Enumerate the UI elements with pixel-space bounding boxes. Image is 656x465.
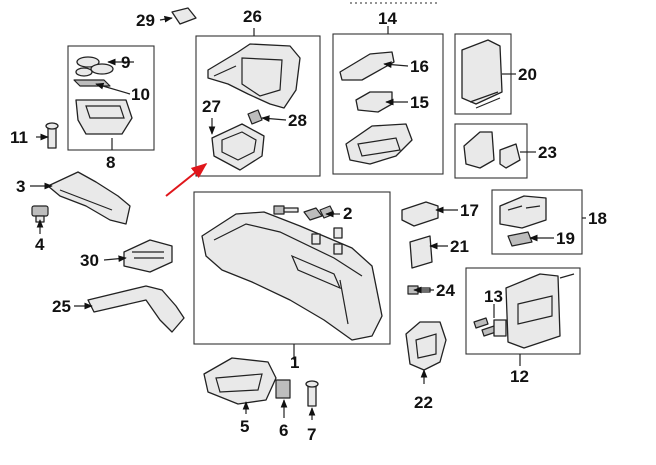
part-30-shape xyxy=(123,239,173,273)
callout-14: 14 xyxy=(378,9,397,28)
part-3-shape xyxy=(47,171,131,225)
callout-labels: 1 2 3 4 5 6 7 8 9 10 11 12 13 14 15 16 1… xyxy=(10,7,607,444)
callout-27: 27 xyxy=(202,97,221,116)
group-box-12 xyxy=(465,267,581,355)
part-16-shape xyxy=(339,51,395,81)
callout-2: 2 xyxy=(343,204,352,223)
callout-10: 10 xyxy=(131,85,150,104)
part-7-shape xyxy=(305,380,319,407)
callout-22: 22 xyxy=(414,393,433,412)
part-6-shape xyxy=(275,379,291,399)
part-12-shape xyxy=(505,273,561,349)
callout-29: 29 xyxy=(136,11,155,30)
group-box-23 xyxy=(454,123,528,179)
callout-20: 20 xyxy=(518,65,537,84)
hinge-right-shape xyxy=(499,143,521,169)
callout-25: 25 xyxy=(52,297,71,316)
part-10-shape xyxy=(73,79,111,87)
red-arrow-icon xyxy=(165,163,208,197)
part-4-shape xyxy=(31,205,49,223)
part-9-shape xyxy=(75,56,114,77)
callout-17: 17 xyxy=(460,201,479,220)
callout-7: 7 xyxy=(307,425,316,444)
callout-24: 24 xyxy=(436,281,455,300)
screw-shape xyxy=(273,205,299,215)
part-29-shape xyxy=(171,7,197,25)
part-19-shape xyxy=(507,231,533,247)
part-22-shape xyxy=(405,321,447,371)
callout-13: 13 xyxy=(484,287,503,306)
tray-shape xyxy=(75,99,133,135)
callout-21: 21 xyxy=(450,237,469,256)
group-box-1 xyxy=(193,191,391,345)
center-console-shape xyxy=(201,211,383,341)
callout-8: 8 xyxy=(106,153,115,172)
callout-15: 15 xyxy=(410,93,429,112)
part-17-shape xyxy=(401,201,439,227)
callout-4: 4 xyxy=(35,235,45,254)
callout-1: 1 xyxy=(290,353,299,372)
callout-9: 9 xyxy=(121,53,130,72)
shifter-bezel-shape xyxy=(207,43,301,109)
callout-30: 30 xyxy=(80,251,99,270)
part-27-shape xyxy=(211,123,265,171)
callout-11: 11 xyxy=(10,128,28,147)
part-11-shape xyxy=(45,122,59,149)
callout-12: 12 xyxy=(510,367,529,386)
callout-3: 3 xyxy=(16,177,25,196)
callout-26: 26 xyxy=(243,7,262,26)
callout-6: 6 xyxy=(279,421,288,440)
callout-18: 18 xyxy=(588,209,607,228)
callout-19: 19 xyxy=(556,229,575,248)
part-21-shape xyxy=(409,235,433,269)
group-box-8 xyxy=(67,45,155,151)
part-18-shape xyxy=(499,195,547,229)
part-13-shape xyxy=(473,317,507,337)
group-box-18 xyxy=(491,189,583,255)
part-5-shape xyxy=(203,357,277,405)
armrest-lid-shape xyxy=(461,39,503,105)
storage-bin-shape xyxy=(345,123,413,165)
hinge-left-shape xyxy=(463,131,495,169)
part-28-shape xyxy=(247,109,263,125)
callout-23: 23 xyxy=(538,143,557,162)
callout-28: 28 xyxy=(288,111,307,130)
part-25-shape xyxy=(87,285,185,333)
callout-5: 5 xyxy=(240,417,249,436)
callout-16: 16 xyxy=(410,57,429,76)
group-box-26 xyxy=(195,35,321,177)
leader-lines xyxy=(30,15,586,420)
